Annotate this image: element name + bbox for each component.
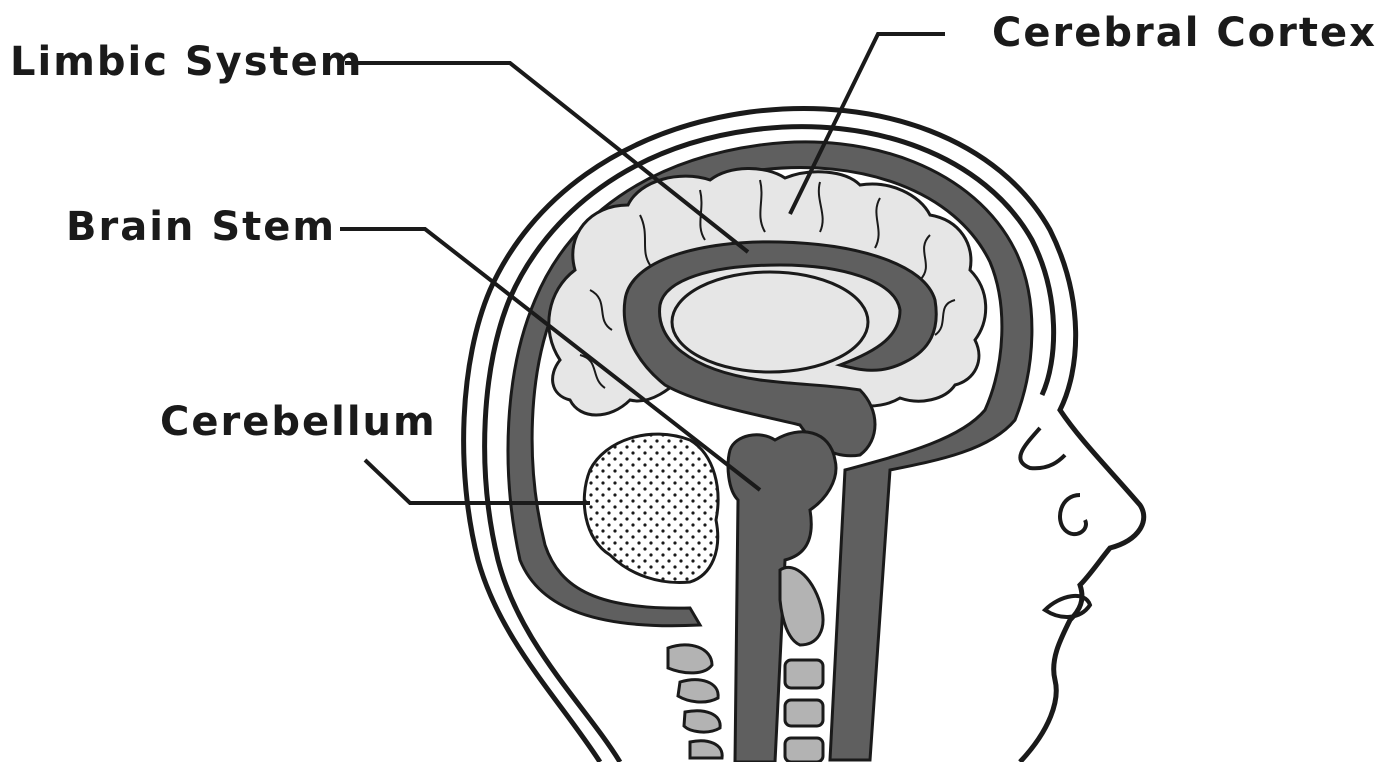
label-limbic-system: Limbic System — [10, 42, 363, 82]
mouth-shape — [1045, 596, 1090, 617]
label-brain-stem: Brain Stem — [66, 207, 336, 247]
eye-shape — [1020, 428, 1065, 468]
label-cerebellum: Cerebellum — [160, 402, 437, 442]
inner-brain-region — [672, 272, 868, 372]
cerebellum-leader — [365, 460, 590, 503]
label-cerebral-cortex: Cerebral Cortex — [992, 13, 1377, 53]
ear-shape — [1060, 495, 1086, 534]
cerebellum-shape — [584, 434, 718, 582]
